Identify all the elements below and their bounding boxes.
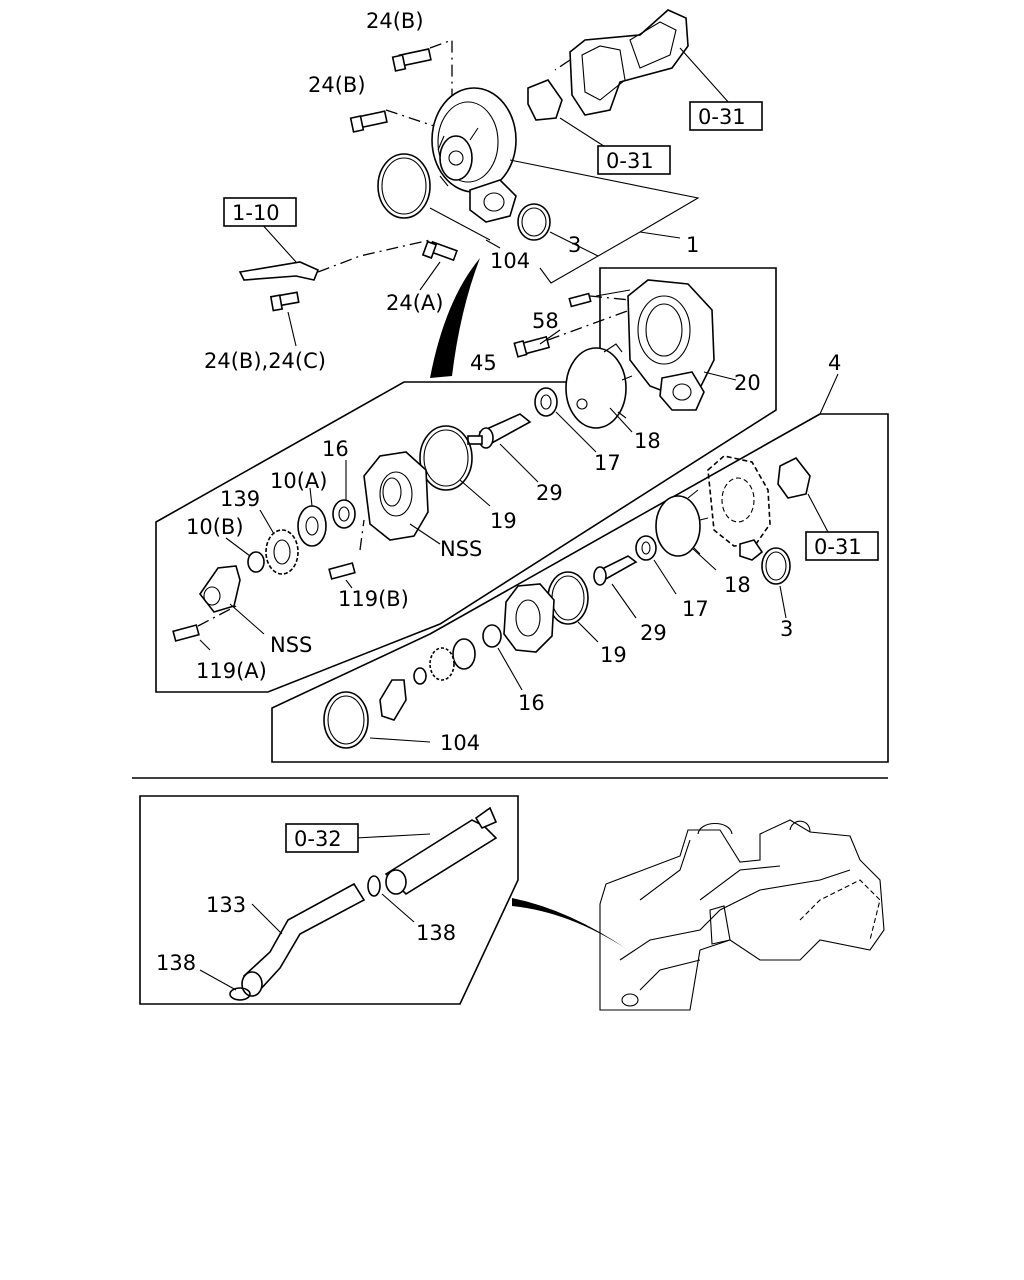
clamp-138-a: [367, 875, 381, 897]
label-20: 20: [734, 371, 761, 395]
label-17-mid: 17: [682, 597, 709, 621]
impeller-18-top: [565, 343, 633, 429]
ref-box-0-32: [285, 823, 359, 853]
pump-cover-gasket: [569, 9, 689, 116]
label-24bc: 24(B),24(C): [204, 349, 326, 373]
label-19-mid: 19: [600, 643, 627, 667]
gasket-0-31: [527, 79, 563, 121]
label-18-top: 18: [634, 429, 661, 453]
label-29-mid: 29: [640, 621, 667, 645]
label-24b-mid: 24(B): [308, 73, 366, 97]
bolt-24bc: [269, 291, 300, 312]
label-45: 45: [470, 351, 497, 375]
bolt-58: [568, 292, 592, 308]
label-24b-top: 24(B): [366, 9, 424, 33]
label-58: 58: [532, 309, 559, 333]
exploded-view-panel-4: [271, 373, 889, 763]
label-3-mid: 3: [780, 617, 793, 641]
bolt-24a: [421, 240, 458, 262]
shaft-support-nss: [199, 565, 241, 613]
label-29-top: 29: [536, 481, 563, 505]
exploded-view-panel: [155, 267, 777, 693]
ref-box-0-31-b: [597, 145, 671, 175]
bearing-16-mid: [482, 624, 502, 648]
gasket-0-31-b: [777, 456, 811, 499]
gear-139: [265, 529, 299, 575]
bearing-10a: [297, 505, 327, 547]
label-ref-1-10: 1-10: [232, 201, 280, 225]
impeller-18-mid: [655, 489, 709, 557]
bolt-119b: [328, 562, 356, 580]
bolt-119a: [172, 624, 200, 642]
bearing-10b: [247, 551, 265, 573]
label-10b: 10(B): [186, 515, 244, 539]
o-ring-3-top: [517, 203, 551, 241]
label-138-a: 138: [416, 921, 456, 945]
pipe-0-32: [384, 806, 498, 896]
bearing-16-top: [332, 499, 356, 529]
pump-housing-20: [627, 279, 715, 411]
label-3-top: 3: [568, 233, 581, 257]
ref-box-0-31-c: [805, 531, 879, 561]
label-1: 1: [686, 233, 699, 257]
label-119a: 119(A): [196, 659, 267, 683]
shaft-29-top: [467, 413, 532, 449]
label-ref-0-31-a: 0-31: [698, 105, 746, 129]
pump-flange-nss: [363, 451, 429, 541]
bolt-24b-top: [391, 48, 432, 72]
label-139: 139: [220, 487, 260, 511]
label-133: 133: [206, 893, 246, 917]
label-138-b: 138: [156, 951, 196, 975]
label-16-mid: 16: [518, 691, 545, 715]
seal-17-top: [534, 387, 558, 417]
label-119b: 119(B): [338, 587, 409, 611]
hose-section: [139, 795, 885, 1011]
flange-mid: [503, 583, 555, 653]
label-4: 4: [828, 351, 841, 375]
callout-arrow-top: [430, 258, 480, 378]
label-24a: 24(A): [386, 291, 443, 315]
shaft-29-mid: [593, 555, 638, 586]
label-104-bot: 104: [440, 731, 480, 755]
seal-17-mid: [635, 535, 657, 561]
o-ring-104-bot: [323, 691, 369, 749]
label-ref-0-32: 0-32: [294, 827, 342, 851]
bolt-45: [513, 335, 551, 358]
label-18-mid: 18: [724, 573, 751, 597]
o-ring-19-mid: [547, 571, 589, 625]
label-16-top: 16: [322, 437, 349, 461]
o-ring-3-mid: [761, 547, 791, 585]
ref-box-1-10: [223, 197, 297, 227]
housing-dashed: [707, 455, 771, 547]
label-10a: 10(A): [270, 469, 327, 493]
label-17-top: 17: [594, 451, 621, 475]
label-ref-0-31-b: 0-31: [606, 149, 654, 173]
label-19-top: 19: [490, 509, 517, 533]
engine-context-sketch: [599, 819, 885, 1011]
bracket-1-10: [238, 261, 320, 281]
hose-133: [241, 882, 366, 997]
callout-arrow-bottom: [512, 898, 628, 950]
label-104-top: 104: [490, 249, 530, 273]
o-ring-104-top: [377, 153, 431, 219]
label-ref-0-31-c: 0-31: [814, 535, 862, 559]
pump-body-1: [431, 87, 517, 223]
pump-assembly-top: [238, 9, 731, 378]
label-nss-a: NSS: [440, 537, 482, 561]
clamp-138-b: [229, 987, 251, 1001]
label-nss-b: NSS: [270, 633, 312, 657]
o-ring-19-top: [419, 425, 473, 491]
ref-box-0-31-a: [689, 101, 763, 131]
bolt-24b-mid: [349, 110, 388, 133]
